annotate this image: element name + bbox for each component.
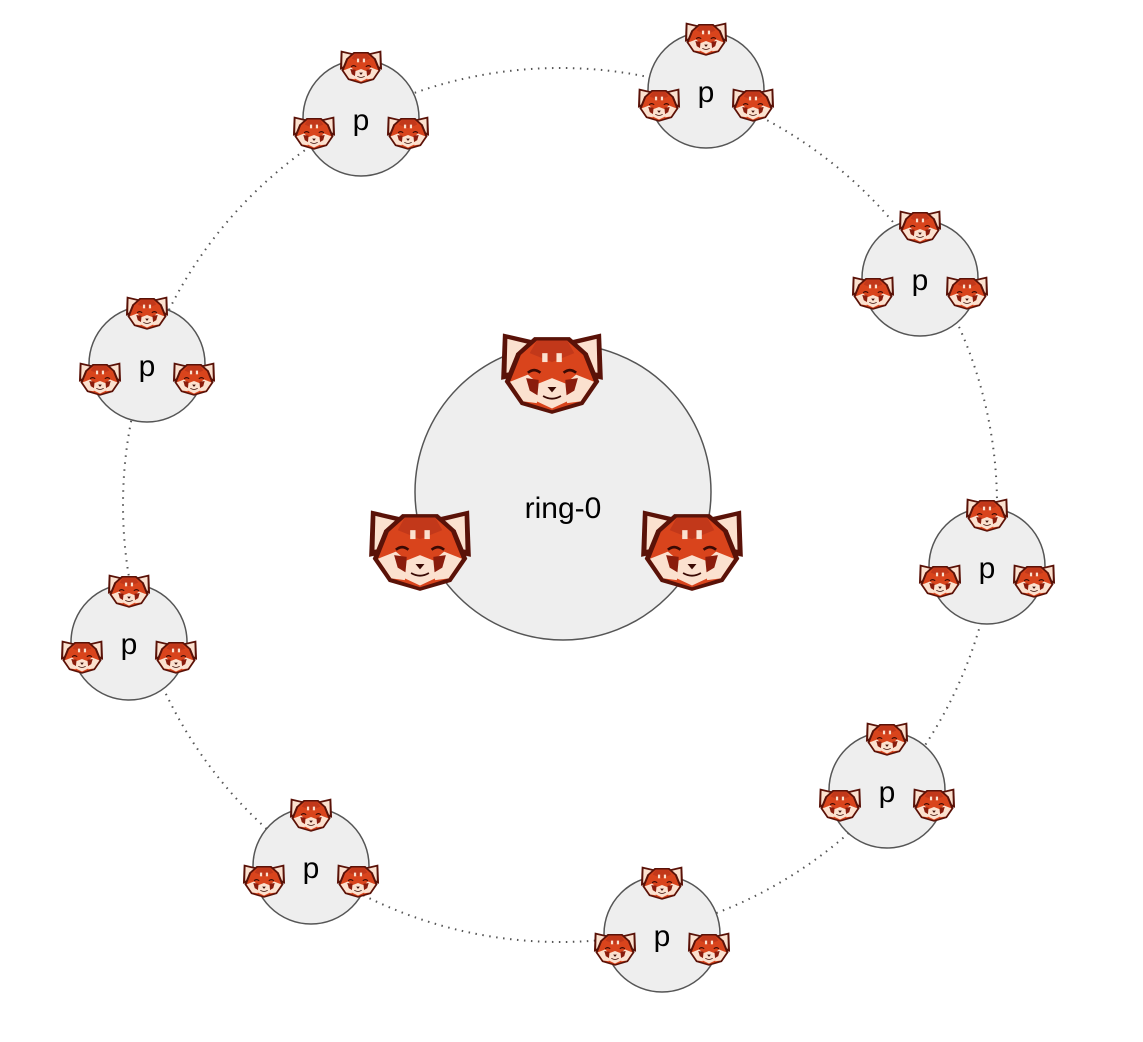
peer-node[interactable]: p	[242, 797, 380, 925]
peer-node-label: p	[353, 104, 370, 137]
peer-node-label: p	[121, 628, 138, 661]
peer-node-label: p	[698, 76, 715, 109]
peer-node-label: p	[879, 776, 896, 809]
peer-node[interactable]: p	[851, 209, 989, 337]
peer-node[interactable]: p	[818, 721, 956, 849]
peer-node-label: p	[303, 852, 320, 885]
peer-node-label: p	[979, 552, 996, 585]
peer-node[interactable]: p	[593, 865, 731, 993]
peer-node-label: p	[139, 350, 156, 383]
peer-node[interactable]: p	[292, 49, 430, 177]
peer-node[interactable]: p	[60, 573, 198, 701]
center-node-label: ring-0	[525, 492, 602, 525]
peer-node[interactable]: p	[918, 497, 1056, 625]
peer-node-label: p	[654, 920, 671, 953]
center-node[interactable]: ring-0	[367, 332, 745, 641]
peer-node[interactable]: p	[637, 21, 775, 149]
peer-node-label: p	[912, 264, 929, 297]
peer-node[interactable]: p	[78, 295, 216, 423]
